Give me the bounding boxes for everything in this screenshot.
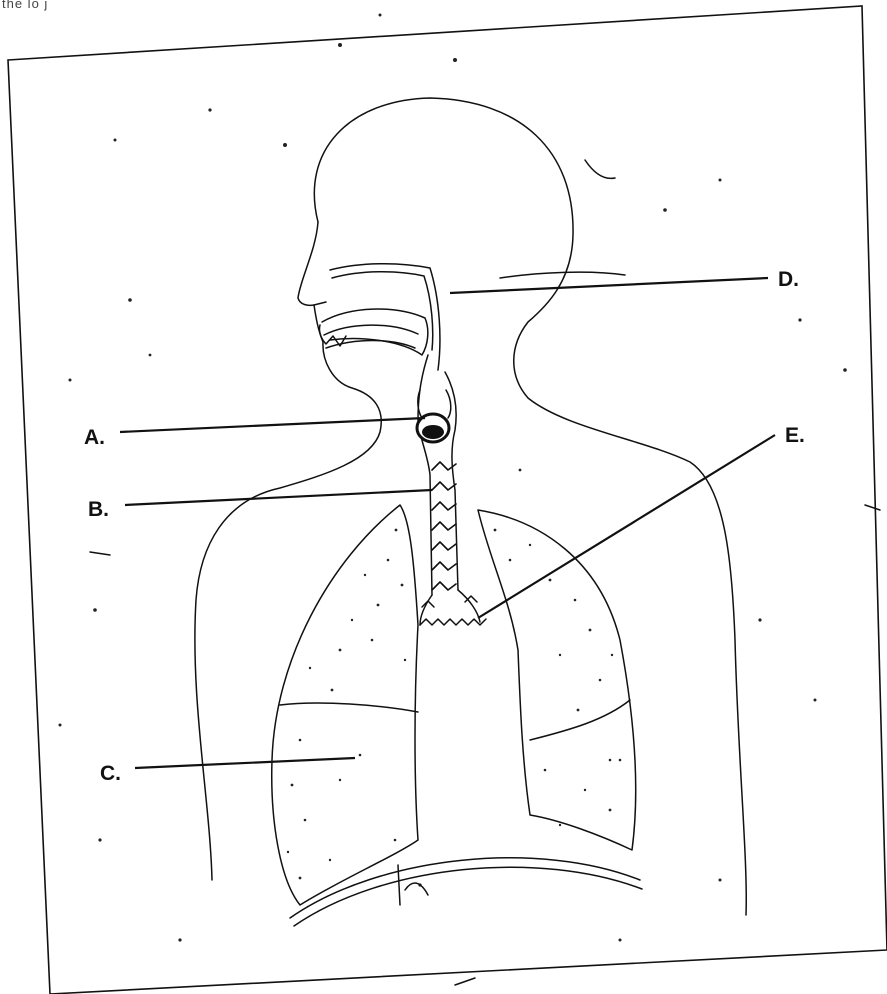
body-outline xyxy=(195,98,746,915)
scan-marks xyxy=(90,160,880,985)
leader-lines xyxy=(120,278,775,768)
worksheet-frame xyxy=(8,6,887,994)
label-c: C. xyxy=(100,762,121,785)
right-lung-stipple xyxy=(494,529,622,827)
label-e: E. xyxy=(785,424,805,447)
label-a: A. xyxy=(84,426,105,449)
larynx xyxy=(417,390,451,442)
leader-line-d xyxy=(450,278,768,293)
leader-line-b xyxy=(125,490,432,505)
label-d: D. xyxy=(778,268,799,291)
nasal-oral-cavity xyxy=(319,264,439,370)
bronchi xyxy=(420,590,486,625)
right-lung xyxy=(478,510,636,850)
left-lung xyxy=(272,505,418,905)
trachea xyxy=(418,355,458,595)
diaphragm xyxy=(290,858,642,926)
label-b: B. xyxy=(88,498,109,521)
leader-line-c xyxy=(135,758,355,768)
leader-line-a xyxy=(120,418,425,432)
leader-line-e xyxy=(478,435,775,618)
